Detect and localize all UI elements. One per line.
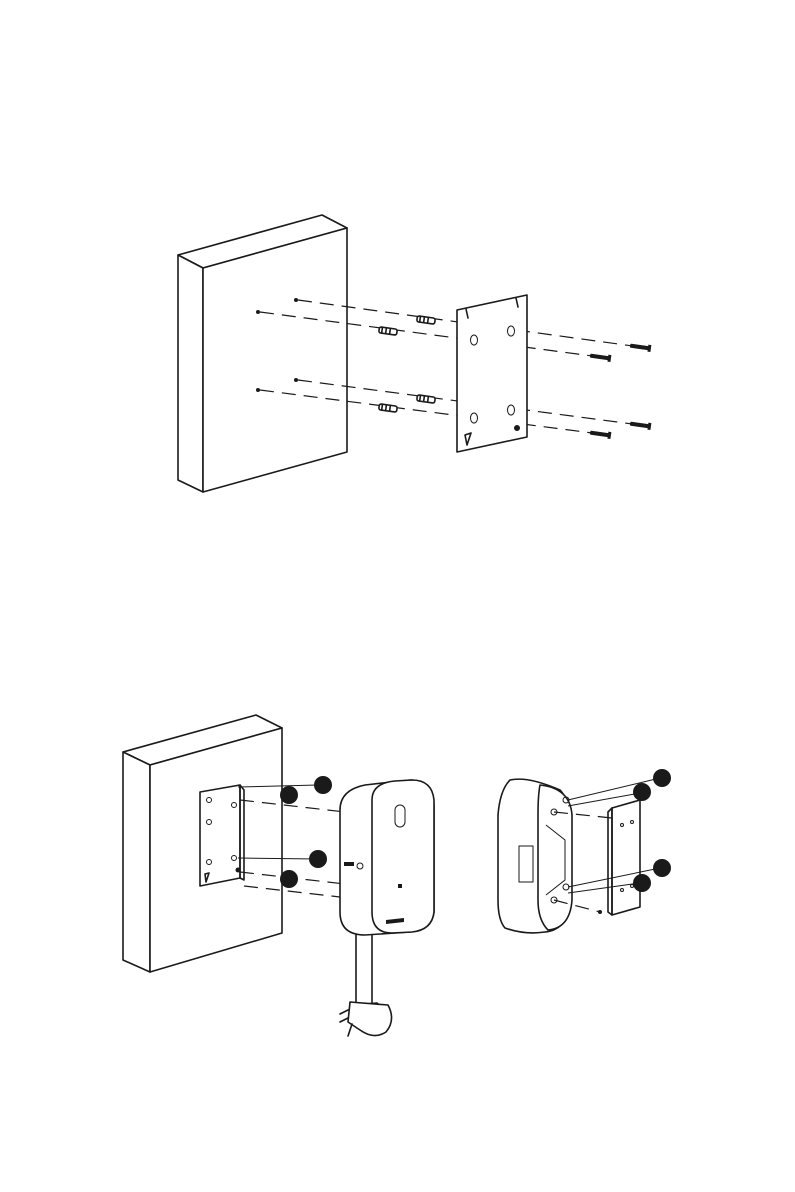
charging-cable	[351, 935, 385, 1010]
screws-top	[590, 342, 652, 439]
wall-anchors	[379, 316, 436, 412]
wall-top	[178, 215, 347, 492]
plug	[340, 1002, 392, 1036]
bottom-figure	[123, 715, 671, 1036]
callouts-left	[280, 776, 332, 888]
mounting-plate-top	[457, 295, 527, 452]
mounting-plate-wall	[200, 785, 244, 886]
charger-unit-back	[498, 779, 572, 933]
top-figure	[178, 215, 651, 492]
charger-unit-front	[340, 780, 434, 935]
